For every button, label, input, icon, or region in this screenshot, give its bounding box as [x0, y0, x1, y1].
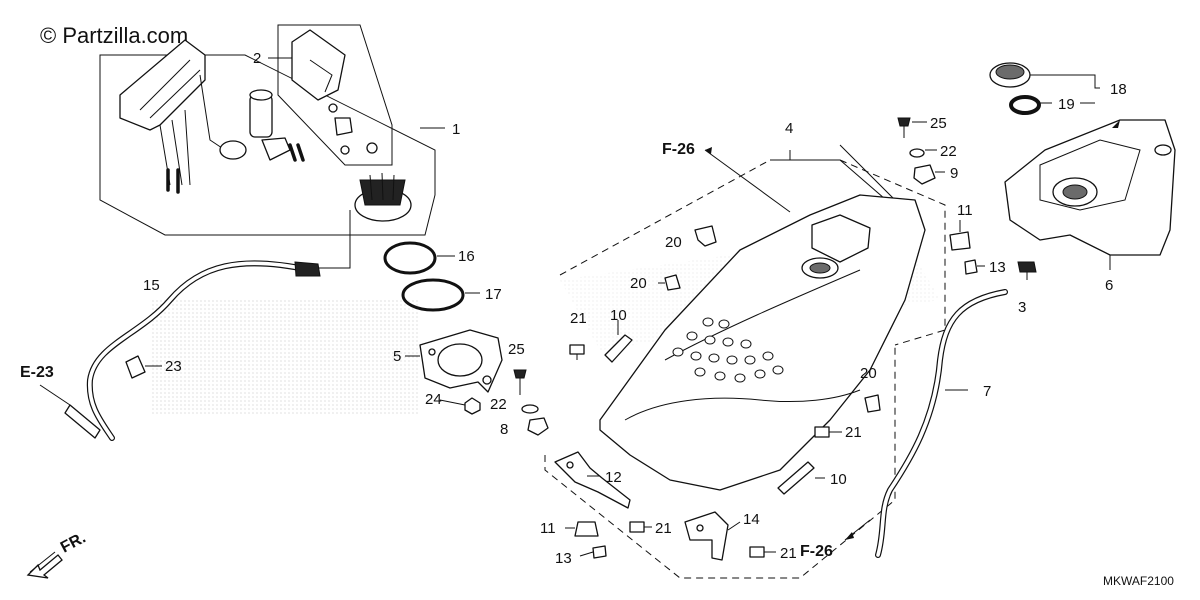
- cushion-13-left[interactable]: [579, 545, 607, 559]
- hardware-right[interactable]: [897, 117, 945, 185]
- o-ring-16[interactable]: [383, 241, 455, 275]
- ref-code-f26-bottom[interactable]: F-26: [800, 543, 833, 560]
- fuel-cap-gasket[interactable]: [1009, 95, 1095, 115]
- o-ring-17[interactable]: [401, 278, 480, 312]
- callout-23[interactable]: 23: [165, 358, 182, 375]
- callout-13-left[interactable]: 13: [555, 550, 572, 567]
- callout-8[interactable]: 8: [500, 421, 508, 438]
- callout-18[interactable]: 18: [1110, 81, 1127, 98]
- diagram-code: MKWAF2100: [1103, 574, 1174, 588]
- ref-code-e23[interactable]: E-23: [20, 364, 54, 381]
- watermark: © Partzilla.com: [40, 23, 188, 48]
- callout-17[interactable]: 17: [485, 286, 502, 303]
- clip-20-right[interactable]: [864, 394, 881, 413]
- callout-15[interactable]: 15: [143, 277, 160, 294]
- bolt-21-left[interactable]: [569, 344, 585, 360]
- callout-11-left[interactable]: 11: [540, 520, 556, 537]
- tank-bracket-rear[interactable]: [684, 511, 741, 561]
- callout-20-right[interactable]: 20: [860, 365, 877, 382]
- callout-24[interactable]: 24: [425, 391, 442, 408]
- callout-9[interactable]: 9: [950, 165, 958, 182]
- callout-22-right[interactable]: 22: [940, 143, 957, 160]
- callout-21-right[interactable]: 21: [845, 424, 862, 441]
- fuel-pump-assembly[interactable]: [99, 39, 445, 236]
- grommet-11-right[interactable]: [949, 220, 971, 251]
- callout-14[interactable]: 14: [743, 511, 760, 528]
- hardware-left[interactable]: [439, 369, 549, 436]
- callout-22-left[interactable]: 22: [490, 396, 507, 413]
- hose-joint[interactable]: [1017, 261, 1037, 280]
- fuel-tank[interactable]: [544, 144, 946, 579]
- fuel-tank-cover[interactable]: [1004, 119, 1176, 270]
- callout-25-right[interactable]: 25: [930, 115, 947, 132]
- callout-7[interactable]: 7: [983, 383, 991, 400]
- callout-10-upper[interactable]: 10: [610, 307, 627, 324]
- bolt-21-bracket[interactable]: [629, 521, 652, 533]
- callout-6[interactable]: 6: [1105, 277, 1113, 294]
- ref-code-f26-top[interactable]: F-26: [662, 141, 695, 158]
- fuel-filler-cap[interactable]: [989, 62, 1100, 89]
- callout-11-right[interactable]: 11: [957, 202, 973, 219]
- callout-21-bottom[interactable]: 21: [780, 545, 797, 562]
- fuel-filter-set[interactable]: [268, 24, 393, 166]
- direction-label: FR.: [58, 529, 89, 556]
- callout-16[interactable]: 16: [458, 248, 475, 265]
- tank-cushion-lower[interactable]: [777, 461, 825, 495]
- callout-21-left[interactable]: 21: [570, 310, 587, 327]
- callout-20-top[interactable]: 20: [665, 234, 682, 251]
- grommet-11-left[interactable]: [565, 521, 599, 537]
- callout-5[interactable]: 5: [393, 348, 401, 365]
- callout-12[interactable]: 12: [605, 469, 622, 486]
- callout-1[interactable]: 1: [452, 121, 460, 138]
- tank-cushion-upper[interactable]: [604, 320, 633, 363]
- callout-3[interactable]: 3: [1018, 299, 1026, 316]
- tank-bracket-front[interactable]: [554, 451, 631, 509]
- callout-20-mid[interactable]: 20: [630, 275, 647, 292]
- callout-19[interactable]: 19: [1058, 96, 1075, 113]
- bolt-21-bottom[interactable]: [749, 546, 776, 558]
- drain-tube[interactable]: [844, 289, 1008, 558]
- clip-20-mid[interactable]: [658, 274, 681, 291]
- fuel-hose[interactable]: [39, 210, 351, 441]
- callout-2[interactable]: 2: [253, 50, 261, 67]
- callouts: 1 2 3 4 5 6 7 8 9 10 10 11 11 12 13 13 1…: [143, 50, 1127, 567]
- callout-10-lower[interactable]: 10: [830, 471, 847, 488]
- callout-21-bracket[interactable]: 21: [655, 520, 672, 537]
- clip-20-top[interactable]: [694, 225, 717, 247]
- callout-13-right[interactable]: 13: [989, 259, 1006, 276]
- cushion-13-right[interactable]: [964, 259, 985, 275]
- bolt-21-right[interactable]: [814, 426, 842, 438]
- callout-4[interactable]: 4: [785, 120, 793, 137]
- pump-set-plate[interactable]: [405, 329, 503, 393]
- front-direction-arrow: FR.: [26, 529, 89, 579]
- callout-25-left[interactable]: 25: [508, 341, 525, 358]
- shading-left: [150, 300, 420, 415]
